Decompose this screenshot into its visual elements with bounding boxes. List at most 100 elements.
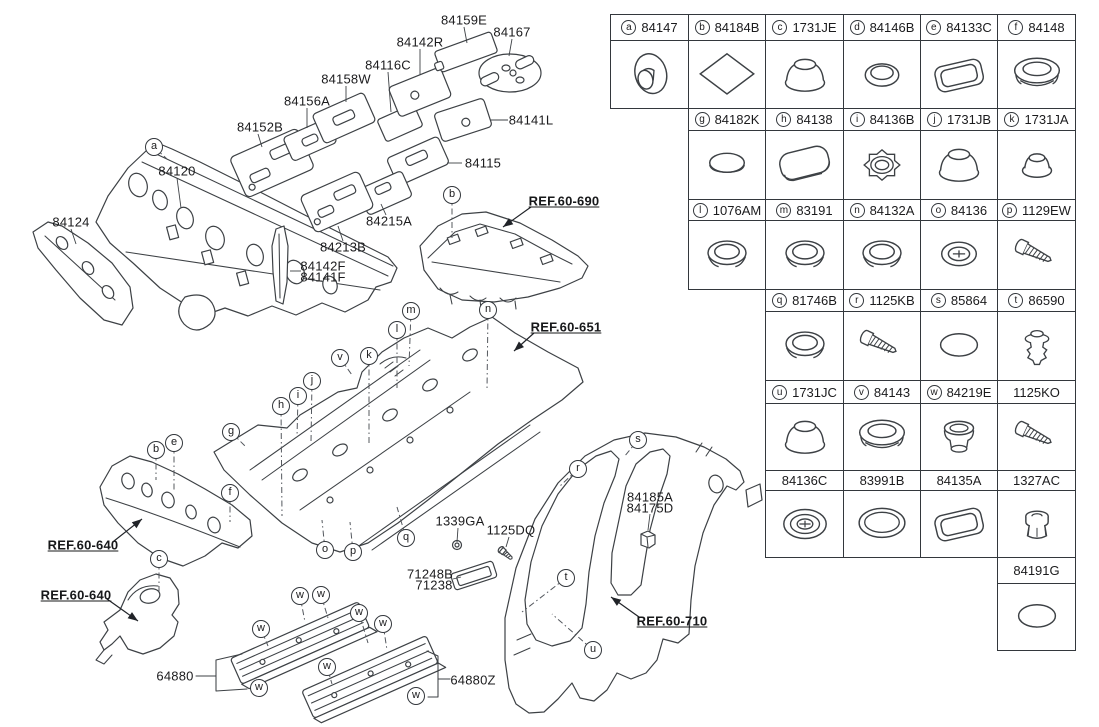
part-number: 86590: [1028, 293, 1065, 308]
item-letter-badge: o: [930, 202, 946, 218]
callout-e: e: [165, 434, 183, 452]
callout-n: n: [479, 301, 497, 319]
callout-l: l: [388, 321, 406, 339]
part-label-84158W: 84158W: [321, 71, 371, 87]
dash-side-strip-drawing: [271, 225, 289, 305]
pad-84159E: [434, 31, 498, 73]
item-letter-badge: w: [926, 384, 942, 400]
part-number: 1327AC: [1013, 473, 1060, 488]
part-number: 84143: [873, 384, 911, 400]
part-number: 1125KO: [1013, 384, 1060, 400]
ring-plug-icon: [766, 312, 843, 380]
part-cell-header: 1125KO: [998, 381, 1075, 404]
part-cell-header: 83991B: [844, 471, 920, 491]
part-label-84167: 84167: [493, 24, 531, 40]
part-number: 84136B: [869, 112, 915, 127]
callout-i: i: [289, 387, 307, 405]
part-label-84142F: 84142F: [300, 258, 346, 274]
bolt-1125DQ-drawing: [497, 546, 513, 560]
rivet-clip-icon: [998, 312, 1075, 380]
ref-label-REF.60-640: REF.60-640: [40, 587, 112, 603]
callout-m: m: [402, 302, 420, 320]
item-letter-badge: d: [849, 20, 865, 35]
item-letter-badge: i: [849, 112, 865, 127]
part-cell-header: i 84136B: [844, 109, 920, 131]
callout-w: w: [250, 679, 268, 697]
callout-w: w: [350, 604, 368, 622]
item-letter-badge: v: [853, 384, 869, 400]
floor-pan-drawing: [213, 316, 584, 553]
callout-j: j: [303, 372, 321, 390]
ring-plug-icon: [766, 221, 843, 289]
item-letter-badge: n: [849, 202, 865, 218]
part-number: 83991B: [859, 473, 905, 488]
part-number: 1076AM: [712, 202, 762, 218]
dash-panel-drawing: [95, 143, 398, 331]
pad-84213B: [300, 171, 374, 233]
part-number: 1731JA: [1024, 112, 1069, 127]
rect-grommet-icon: [921, 41, 997, 108]
ring-plug-icon: [844, 221, 920, 289]
part-number: 1129EW: [1022, 202, 1071, 218]
part-number: 1731JB: [946, 112, 992, 127]
part-number: 81746B: [792, 293, 837, 308]
callout-w: w: [407, 687, 425, 705]
callout-q: q: [397, 529, 415, 547]
part-cell-84191G: 84191G: [997, 557, 1076, 651]
part-label-84215A: 84215A: [365, 213, 413, 229]
item-letter-badge: j: [926, 112, 942, 127]
part-cell-header: j 1731JB: [921, 109, 997, 131]
part-number: 84133C: [946, 20, 992, 35]
item-letter-badge: c: [772, 20, 788, 35]
bracket-64880: [195, 653, 248, 692]
part-cell-header: 84136C: [766, 471, 843, 491]
callout-w: w: [252, 620, 270, 638]
ref-label-REF.60-640: REF.60-640: [47, 537, 119, 553]
callout-f: f: [221, 484, 239, 502]
item-letter-badge: q: [772, 293, 788, 308]
cross-plug2-icon: [766, 491, 843, 557]
cross-plug-icon: [921, 221, 997, 289]
bolt-icon: [998, 404, 1075, 470]
part-number: 84138: [796, 112, 833, 127]
part-label-64880: 64880: [156, 668, 194, 684]
part-number: 83191: [796, 202, 833, 218]
sill-cover-64880Z: [302, 635, 447, 724]
clip-84185A-drawing: [640, 530, 656, 549]
part-cell-header: 1327AC: [998, 471, 1075, 491]
ref-label-REF.60-651: REF.60-651: [530, 319, 602, 335]
part-label-84159E: 84159E: [440, 12, 488, 28]
item-letter-badge: u: [772, 384, 788, 400]
callout-w: w: [374, 615, 392, 633]
callout-w: w: [291, 587, 309, 605]
cowl-strip-drawing: [32, 221, 134, 326]
part-label-84141L: 84141L: [508, 112, 554, 128]
part-number: 84147: [641, 20, 678, 35]
part-cell-84136B: i 84136B: [843, 108, 921, 200]
part-label-64880Z: 64880Z: [450, 672, 496, 688]
plug-angled-icon: [611, 41, 688, 108]
bracket-64880Z: [426, 650, 451, 698]
pad-84158W: [312, 92, 376, 144]
part-number: 85864: [950, 293, 988, 308]
sheet-icon: [689, 41, 765, 108]
callout-h: h: [272, 397, 290, 415]
